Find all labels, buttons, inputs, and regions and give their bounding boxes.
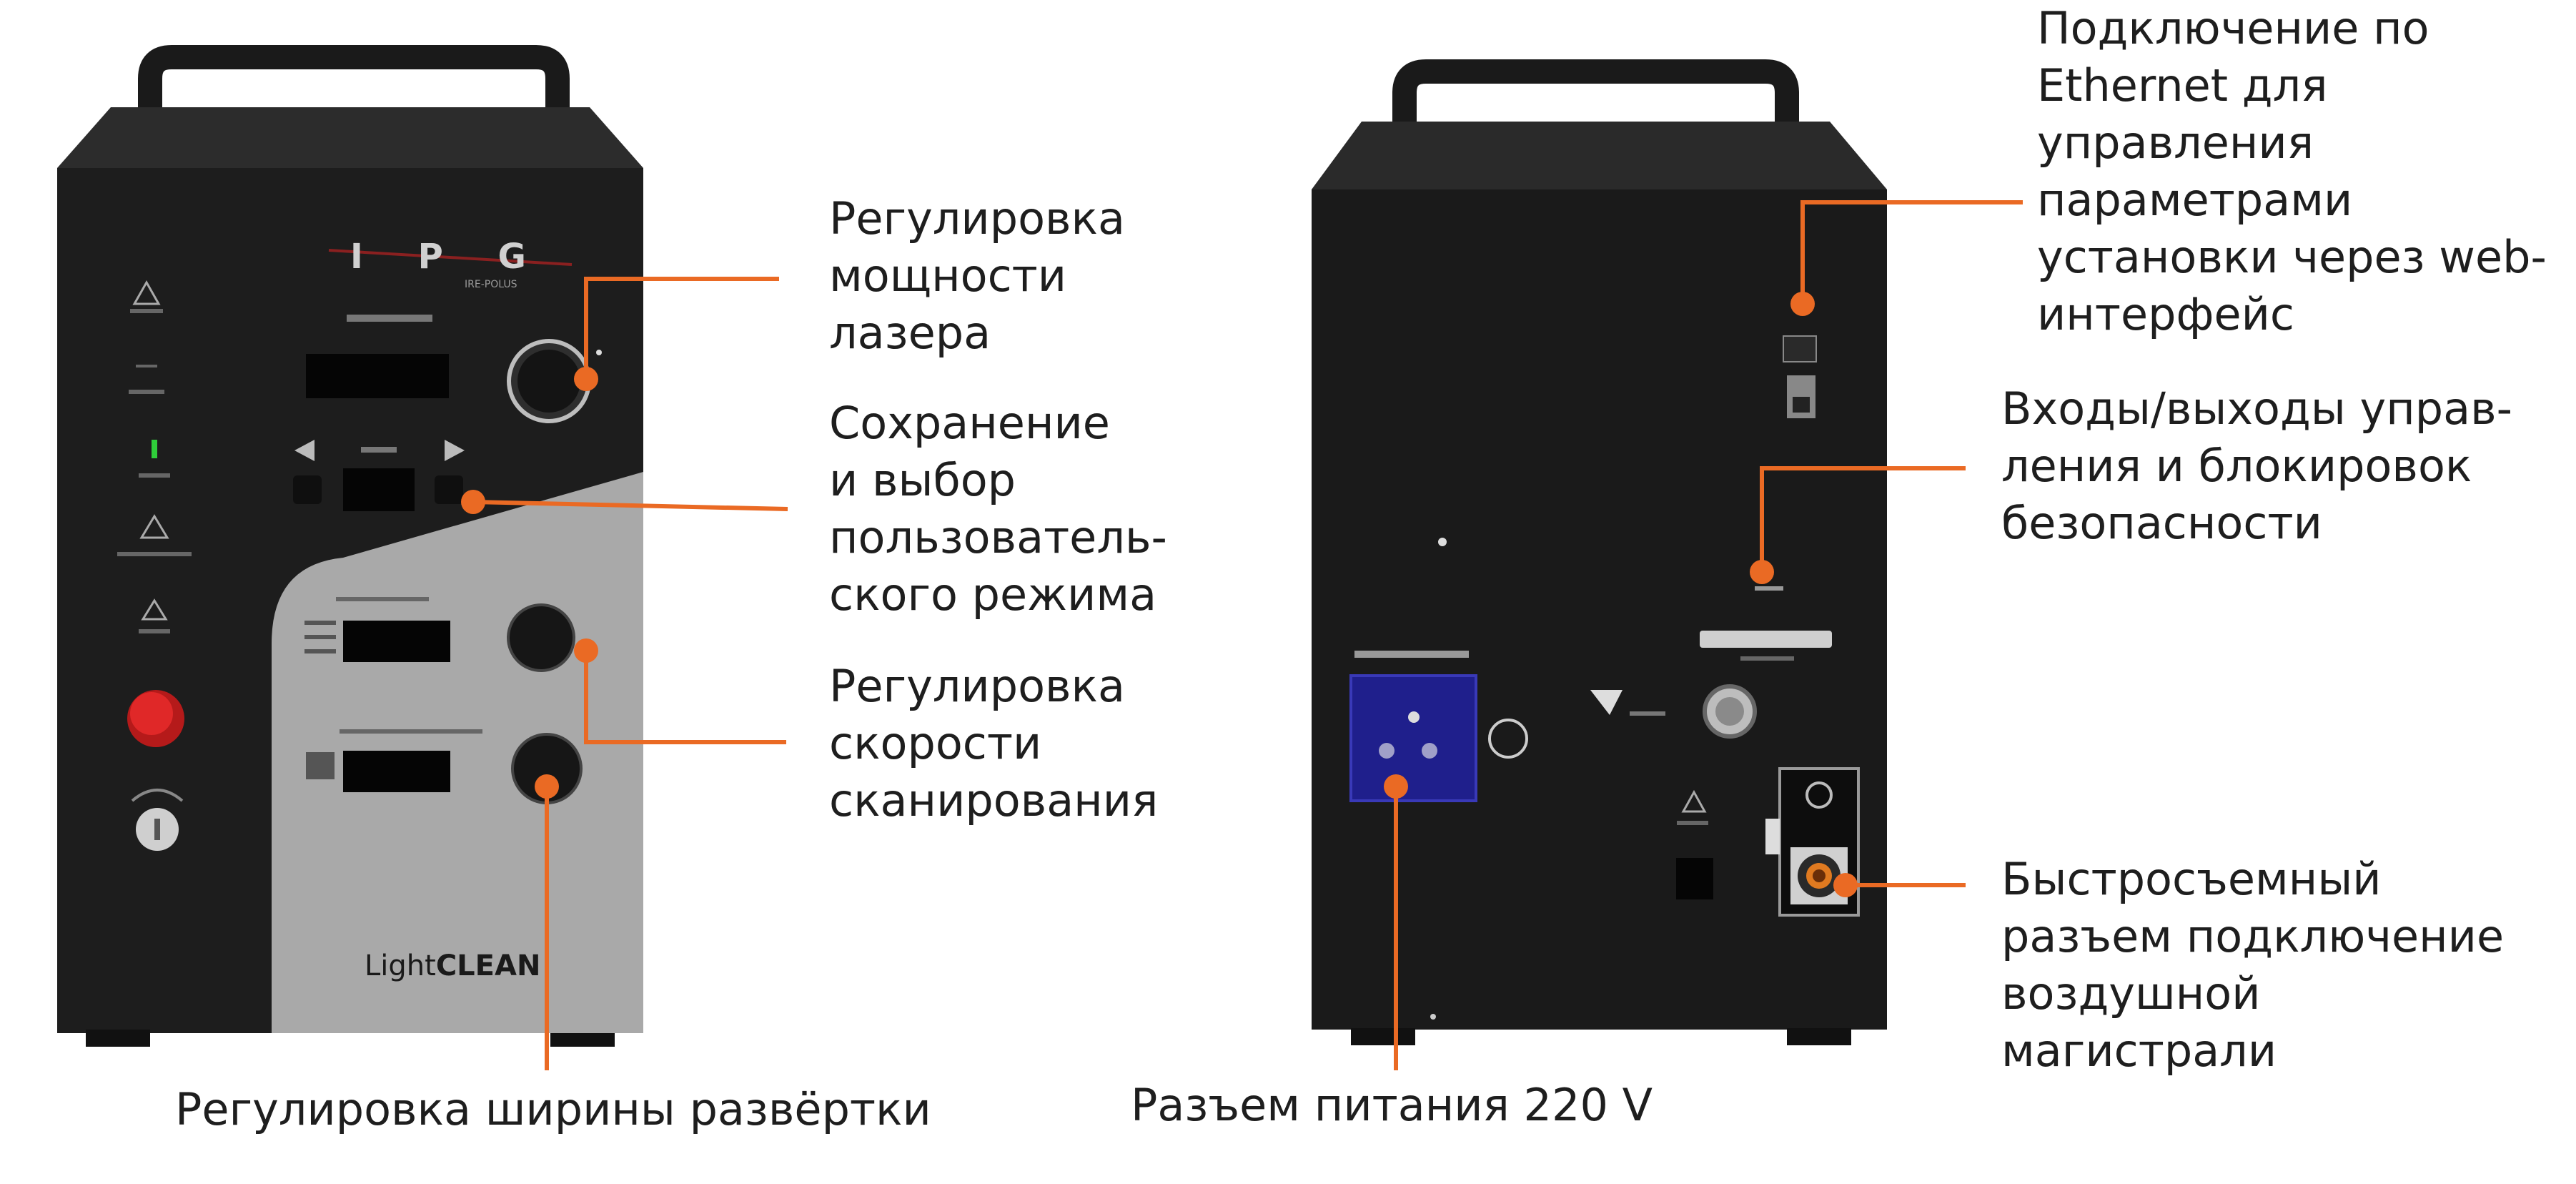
- indicator-label-3: [139, 473, 170, 478]
- logo-laser-line: [328, 249, 573, 266]
- power-warning-label: [1354, 651, 1469, 658]
- mode-button-left[interactable]: [293, 475, 322, 504]
- power-socket-pin: [1408, 711, 1420, 723]
- speed-scale-1: [304, 621, 336, 625]
- key-switch-arc: [131, 789, 184, 802]
- indicator-label-1: [130, 309, 163, 313]
- mode-button-right[interactable]: [435, 475, 463, 504]
- io-caption: [1740, 656, 1794, 661]
- power-socket[interactable]: [1349, 674, 1477, 802]
- back-top-cap: [1312, 122, 1887, 189]
- io-connector[interactable]: [1700, 631, 1832, 648]
- speed-scale-3: [304, 649, 336, 653]
- scan-speed-knob[interactable]: [507, 603, 575, 672]
- ipg-logo: I P G: [350, 237, 548, 277]
- leader-scan-speed: [584, 651, 786, 744]
- front-foot-left: [86, 1030, 150, 1047]
- knob-marker: [596, 350, 602, 355]
- fuse-switch[interactable]: [1676, 858, 1713, 899]
- leader-laser-power: [584, 277, 779, 379]
- back-handle: [1392, 59, 1799, 147]
- power-display: [306, 354, 449, 398]
- emergency-stop-cap: [130, 692, 173, 735]
- dot-user-mode: [461, 490, 485, 514]
- mode-next-arrow[interactable]: [445, 440, 465, 461]
- width-scale: [306, 752, 335, 779]
- laser-power-knob-face: [517, 350, 580, 413]
- front-handle: [138, 45, 570, 154]
- callout-air-connector: Быстросъемный разъем подключение воздушн…: [2001, 853, 2505, 1077]
- fuse-warning-icon: [1681, 789, 1707, 813]
- brand-label: LightCLEAN: [365, 949, 540, 982]
- callout-scan-speed: Регулировка скорости сканирования: [829, 660, 1159, 827]
- front-top-cap: [57, 107, 643, 168]
- indicator-label-5: [139, 629, 170, 633]
- dot-scan-speed: [574, 638, 598, 663]
- io-label: [1755, 586, 1783, 591]
- mode-label: [361, 447, 397, 453]
- dot-io-safety: [1750, 560, 1774, 584]
- fiber-label: [1630, 711, 1665, 716]
- callout-user-mode: Сохранение и выбор пользователь- ского р…: [829, 397, 1167, 621]
- fuse-label: [1677, 821, 1708, 825]
- caution-icon: [141, 598, 168, 621]
- callout-scan-width: Регулировка ширины развёртки: [175, 1083, 931, 1135]
- speed-display-label: [336, 597, 429, 601]
- dot-ethernet: [1790, 292, 1815, 316]
- fiber-connector-core: [1715, 697, 1744, 726]
- callout-ethernet: Подключение по Ethernet для управления п…: [2037, 2, 2547, 340]
- laser-warning-icon: [139, 514, 169, 539]
- indicator-label-2: [129, 390, 164, 394]
- status-led-icon: [152, 440, 157, 458]
- front-unit: I P G IRE-POLUS: [57, 45, 643, 1047]
- ipg-logo-sub: IRE-POLUS: [465, 279, 517, 290]
- key-slot: [154, 819, 160, 840]
- back-unit: [1312, 59, 1887, 1045]
- leader-ethernet: [1800, 200, 2023, 304]
- mode-prev-arrow[interactable]: [294, 440, 314, 461]
- speed-scale-2: [304, 635, 336, 639]
- speed-display: [343, 621, 450, 662]
- warning-icon: [132, 280, 161, 305]
- width-display-label: [340, 729, 482, 734]
- ethernet-port-jack: [1793, 397, 1810, 413]
- power-socket-contact-left: [1379, 743, 1394, 759]
- callout-io-safety: Входы/выходы управ- ления и блокировок б…: [2001, 383, 2512, 549]
- panel-screw-bottom: [1430, 1014, 1436, 1020]
- leader-user-mode: [472, 500, 788, 511]
- panel-screw: [1438, 538, 1447, 546]
- power-socket-contact-right: [1422, 743, 1437, 759]
- mode-display: [343, 468, 415, 511]
- callout-laser-power: Регулировка мощности лазера: [829, 192, 1125, 359]
- dot-laser-power: [574, 367, 598, 391]
- back-foot-left: [1351, 1028, 1415, 1045]
- ethernet-symbol: [1783, 335, 1817, 362]
- callout-power-220: Разъем питания 220 V: [1131, 1079, 1653, 1131]
- dot-power-220: [1384, 774, 1408, 799]
- indicator-mark-2: [136, 365, 157, 367]
- leader-lines: [472, 200, 2023, 1070]
- power-display-label: [347, 315, 432, 322]
- leader-dots: [461, 292, 1858, 897]
- back-foot-right: [1787, 1028, 1851, 1045]
- dot-air-connector: [1833, 873, 1858, 897]
- air-side-label: [1765, 819, 1780, 854]
- fiber-marker-icon: [1590, 690, 1623, 715]
- width-display: [343, 751, 450, 792]
- air-valve-icon: [1805, 781, 1833, 809]
- dot-scan-width: [535, 774, 559, 799]
- ground-terminal-icon: [1488, 719, 1528, 759]
- leader-io-safety: [1760, 466, 1966, 572]
- air-connector-core: [1813, 869, 1826, 882]
- indicator-label-4: [117, 552, 192, 556]
